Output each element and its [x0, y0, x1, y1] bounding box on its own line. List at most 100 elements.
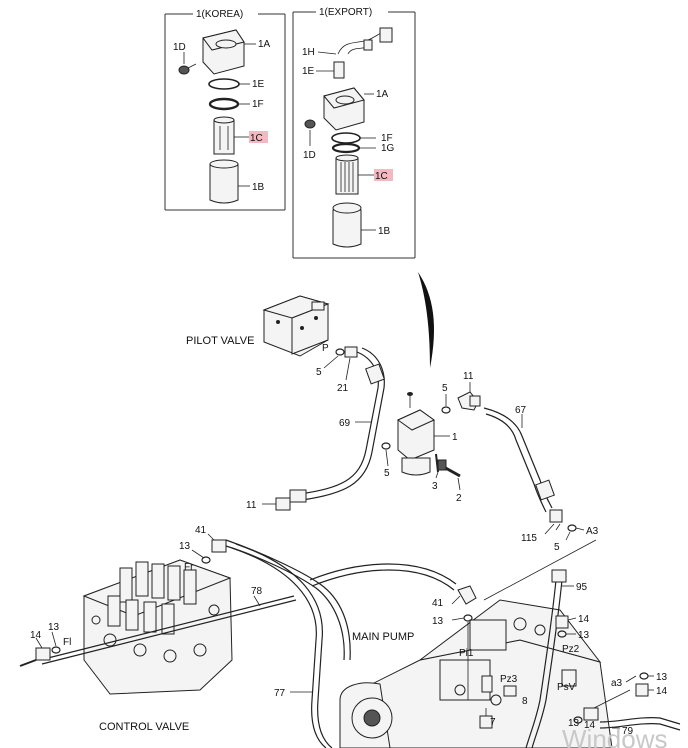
callout-41-left: 41: [195, 525, 207, 536]
bolt-2: [437, 459, 461, 478]
fitting-41-fr: [201, 539, 227, 564]
korea-label-1c: 1C: [250, 133, 263, 144]
oring-13-a3: [639, 672, 649, 680]
callout-13-upper: 13: [578, 630, 590, 641]
korea-oring-1f: [208, 97, 240, 111]
export-label-1c: 1C: [375, 171, 388, 182]
callout-115: 115: [521, 533, 537, 544]
elbow-fitting-11: [457, 391, 481, 411]
control-valve-part: [82, 559, 233, 695]
callout-5-pilot: 5: [316, 367, 322, 378]
korea-bolt-part: [178, 63, 197, 75]
korea-filter-element: [213, 116, 235, 155]
callout-5-right: 5: [554, 542, 560, 553]
callout-pz2: Pz2: [562, 644, 580, 655]
export-filter-element: [335, 154, 359, 195]
fitting-14-right-upper: [555, 615, 569, 629]
export-kit-title: 1(EXPORT): [319, 7, 372, 18]
korea-oring-1e: [208, 78, 240, 90]
callout-21: 21: [337, 383, 349, 394]
hose-69: [289, 347, 385, 503]
oring-5-mid: [381, 442, 391, 450]
callout-14-upper: 14: [578, 614, 590, 625]
korea-kit-panel: 1(KOREA) 1A 1D 1E 1F: [164, 9, 286, 211]
callout-8: 8: [522, 696, 528, 707]
leader-a3-down: [483, 539, 597, 601]
pilot-valve-label: PILOT VALVE: [186, 335, 254, 347]
callout-5-mid: 5: [384, 468, 390, 479]
callout-11-left: 11: [246, 500, 257, 511]
fitting-14-fl: [19, 646, 61, 667]
fitting-21: [344, 346, 358, 358]
korea-label-1a: 1A: [258, 39, 271, 50]
hose-67: [483, 407, 563, 523]
callout-11-right: 11: [463, 371, 474, 382]
fitting-14-lower: [583, 707, 599, 721]
callout-14-lower: 14: [584, 720, 596, 731]
korea-label-1d: 1D: [173, 42, 186, 53]
callout-7: 7: [490, 717, 496, 728]
callout-41-pump: 41: [432, 598, 444, 609]
oring-5-top: [441, 406, 451, 414]
korea-label-1f: 1F: [252, 99, 264, 110]
callout-77: 77: [274, 688, 286, 699]
leader-swoosh: [418, 272, 434, 368]
callout-2: 2: [456, 493, 462, 504]
export-filter-bowl: [332, 202, 362, 248]
hose-95: [525, 569, 567, 748]
windows-watermark: Windows: [562, 724, 667, 748]
callout-79: 79: [622, 726, 634, 737]
export-label-1h: 1H: [302, 47, 315, 58]
callout-13-lower: 13: [568, 718, 580, 729]
callout-fr: Fr: [184, 562, 194, 573]
export-label-1f: 1F: [381, 133, 393, 144]
oring-5-right: [567, 524, 577, 532]
callout-5-top: 5: [442, 383, 448, 394]
korea-filter-bowl: [209, 159, 239, 204]
callout-psv: PsV: [557, 682, 576, 693]
callout-67: 67: [515, 405, 527, 416]
callout-14-a3: 14: [656, 686, 668, 697]
export-label-1d: 1D: [303, 150, 316, 161]
callout-13-pump: 13: [432, 616, 444, 627]
callout-13-a3: 13: [656, 672, 668, 683]
callout-a3-lower: a3: [611, 678, 623, 689]
oring-13-lower: [573, 716, 583, 724]
export-wire-harness: [337, 27, 393, 55]
callout-14-fl: 14: [30, 630, 42, 641]
hose-77: [231, 543, 457, 748]
bolt-3: [435, 453, 439, 473]
callout-13-fl: 13: [48, 622, 60, 633]
fitting-11-left: [275, 497, 291, 511]
korea-label-1b: 1B: [252, 182, 265, 193]
export-label-1b: 1B: [378, 226, 391, 237]
export-connector-1e: [333, 61, 345, 79]
export-kit-panel: 1(EXPORT) 1H 1E 1A 1D 1F: [292, 7, 416, 259]
callout-13-left: 13: [179, 541, 191, 552]
korea-label-1e: 1E: [252, 79, 265, 90]
export-oring-1f: [331, 132, 361, 144]
callout-1: 1: [452, 432, 458, 443]
export-solenoid-part: [323, 87, 365, 131]
export-highlight-1c: [374, 169, 393, 181]
callout-pz3: Pz3: [500, 674, 518, 685]
fitting-14-a3: [635, 683, 649, 697]
main-pump-part: [339, 599, 613, 748]
export-label-1e: 1E: [302, 66, 315, 77]
callout-3: 3: [432, 481, 438, 492]
callout-fl: Fl: [63, 637, 71, 648]
korea-solenoid-part: [202, 29, 245, 75]
control-valve-label: CONTROL VALVE: [99, 721, 189, 733]
solenoid-filter-assembly: [397, 392, 435, 476]
fitting-41-pump: [457, 585, 477, 622]
export-label-1a: 1A: [376, 89, 389, 100]
export-label-1g: 1G: [381, 143, 395, 154]
export-bolt-1d: [304, 119, 316, 129]
pilot-valve-part: [262, 295, 330, 357]
callout-pi1: Pi1: [459, 648, 474, 659]
korea-kit-title: 1(KOREA): [196, 9, 243, 20]
hose-79: [599, 716, 681, 731]
callout-78: 78: [251, 586, 263, 597]
callout-69: 69: [339, 418, 351, 429]
